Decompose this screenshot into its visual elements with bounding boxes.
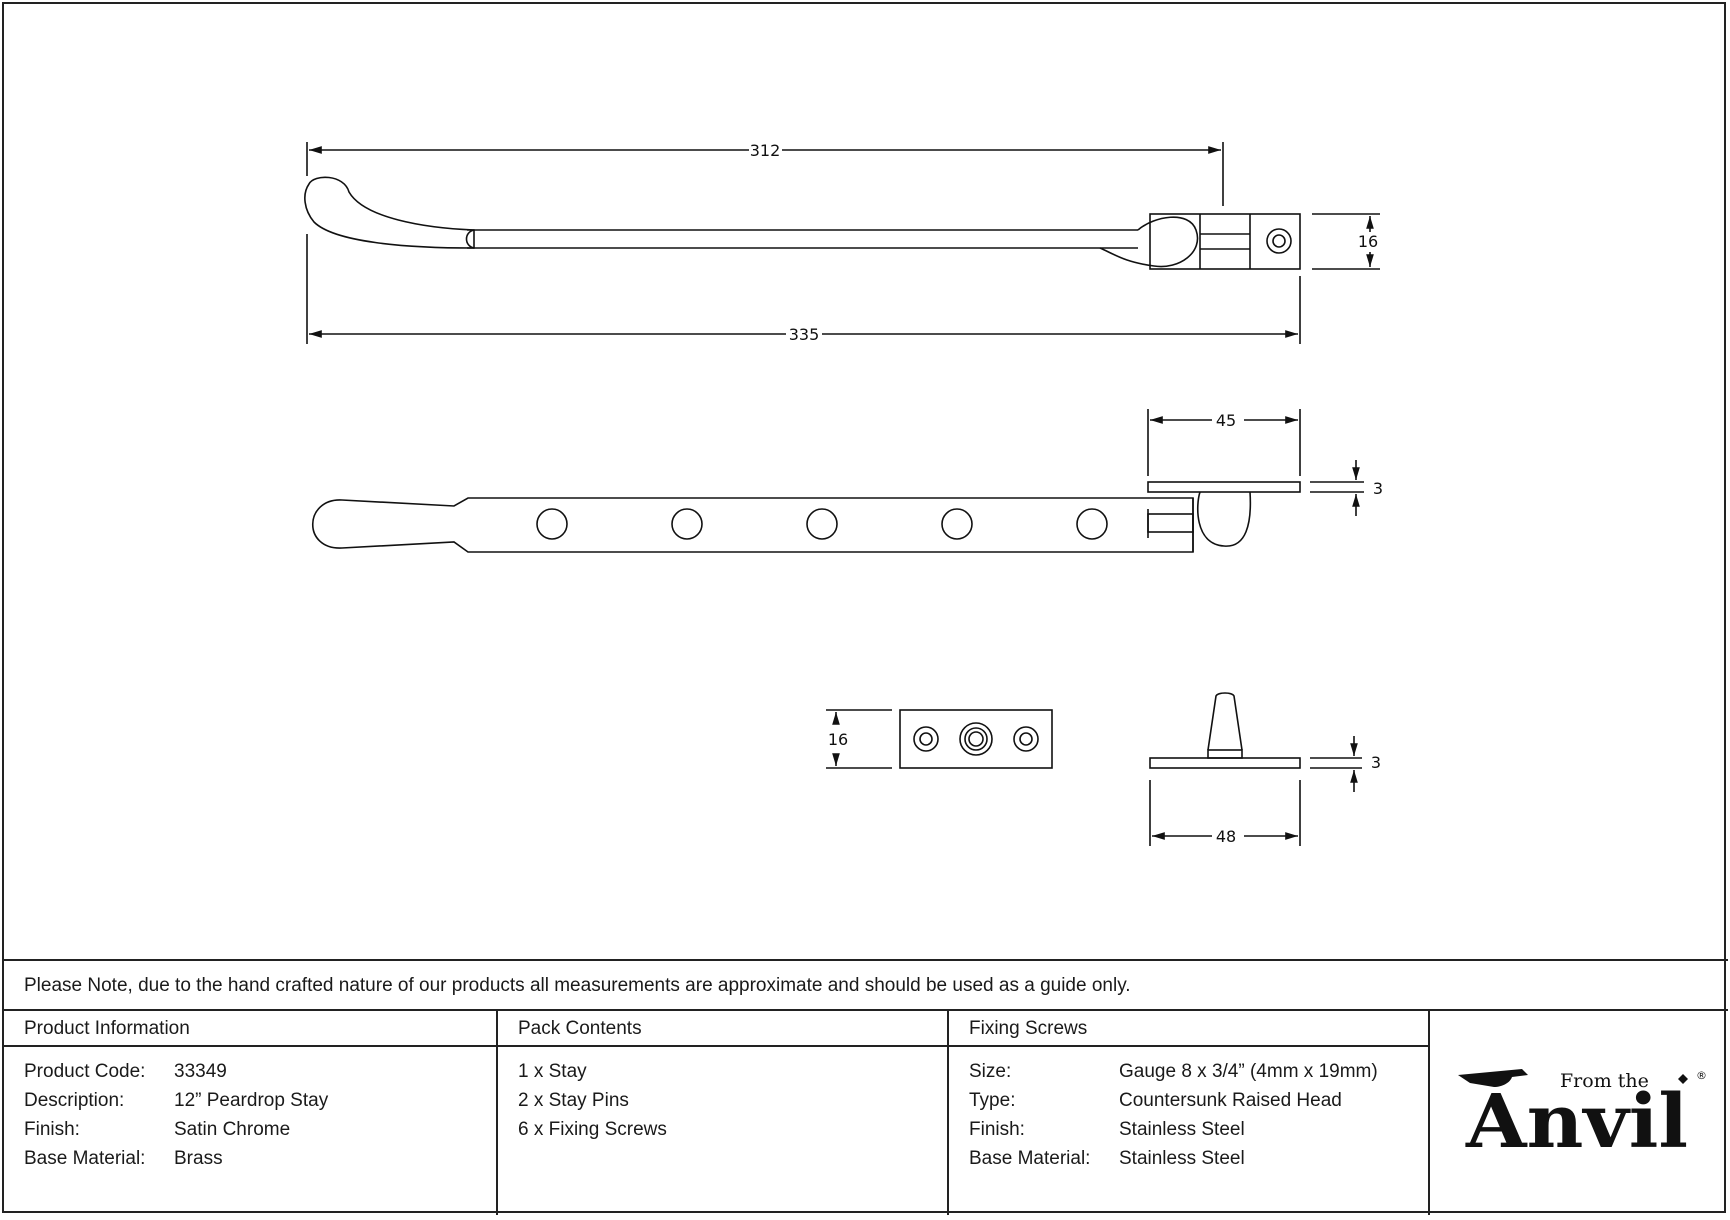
registered-mark: ® xyxy=(1696,1069,1707,1082)
dim-bracket-width: 45 xyxy=(1216,411,1236,430)
product-info-heading: Product Information xyxy=(4,1011,496,1047)
product-info-row: Base Material:Brass xyxy=(24,1148,223,1169)
diamond-icon xyxy=(1678,1074,1688,1084)
disclaimer-note: Please Note, due to the hand crafted nat… xyxy=(4,959,1728,1011)
top-view xyxy=(304,142,1380,344)
pack-contents-section: Pack Contents 1 x Stay 2 x Stay Pins 6 x… xyxy=(498,1011,949,1215)
side-view xyxy=(311,409,1364,553)
info-table: Product Information Product Code:33349 D… xyxy=(4,1011,1728,1215)
fixing-screws-row: Finish:Stainless Steel xyxy=(969,1119,1245,1140)
dim-pin-plate-width: 48 xyxy=(1216,827,1236,846)
fixing-screws-row: Type:Countersunk Raised Head xyxy=(969,1090,1342,1111)
pack-item: 1 x Stay xyxy=(518,1061,587,1082)
dim-pin-plate-height: 16 xyxy=(828,730,848,749)
pack-contents-heading: Pack Contents xyxy=(498,1011,947,1047)
product-info-row: Product Code:33349 xyxy=(24,1061,227,1082)
dim-overall-bottom: 335 xyxy=(789,325,820,344)
dim-overall-top: 312 xyxy=(750,141,781,160)
dim-height-right: 16 xyxy=(1358,232,1378,251)
anvil-icon xyxy=(1458,1069,1528,1087)
pin-plate-top-view xyxy=(826,709,1053,769)
fixing-screws-heading: Fixing Screws xyxy=(949,1011,1428,1047)
product-info-section: Product Information Product Code:33349 D… xyxy=(4,1011,498,1215)
fixing-screws-row: Base Material:Stainless Steel xyxy=(969,1148,1245,1169)
fixing-screws-row: Size:Gauge 8 x 3/4” (4mm x 19mm) xyxy=(969,1061,1378,1082)
dim-pin-plate-thickness: 3 xyxy=(1371,753,1381,772)
dim-bracket-thickness: 3 xyxy=(1373,479,1383,498)
pack-item: 2 x Stay Pins xyxy=(518,1090,629,1111)
product-info-row: Description:12” Peardrop Stay xyxy=(24,1090,329,1111)
anvil-logo-graphic: From the ® Anvil xyxy=(1458,1069,1707,1165)
pack-item: 6 x Fixing Screws xyxy=(518,1119,667,1140)
pin-plate-side-view xyxy=(1149,692,1362,846)
logo-from-the: From the xyxy=(1560,1070,1649,1092)
fixing-screws-section: Fixing Screws Size:Gauge 8 x 3/4” (4mm x… xyxy=(949,1011,1430,1215)
technical-drawing: 312 335 16 45 3 16 3 48 xyxy=(304,141,1383,846)
logo-anvil: Anvil xyxy=(1465,1079,1688,1165)
from-the-anvil-logo: From the ® Anvil xyxy=(1430,1011,1728,1215)
product-info-row: Finish:Satin Chrome xyxy=(24,1119,291,1140)
